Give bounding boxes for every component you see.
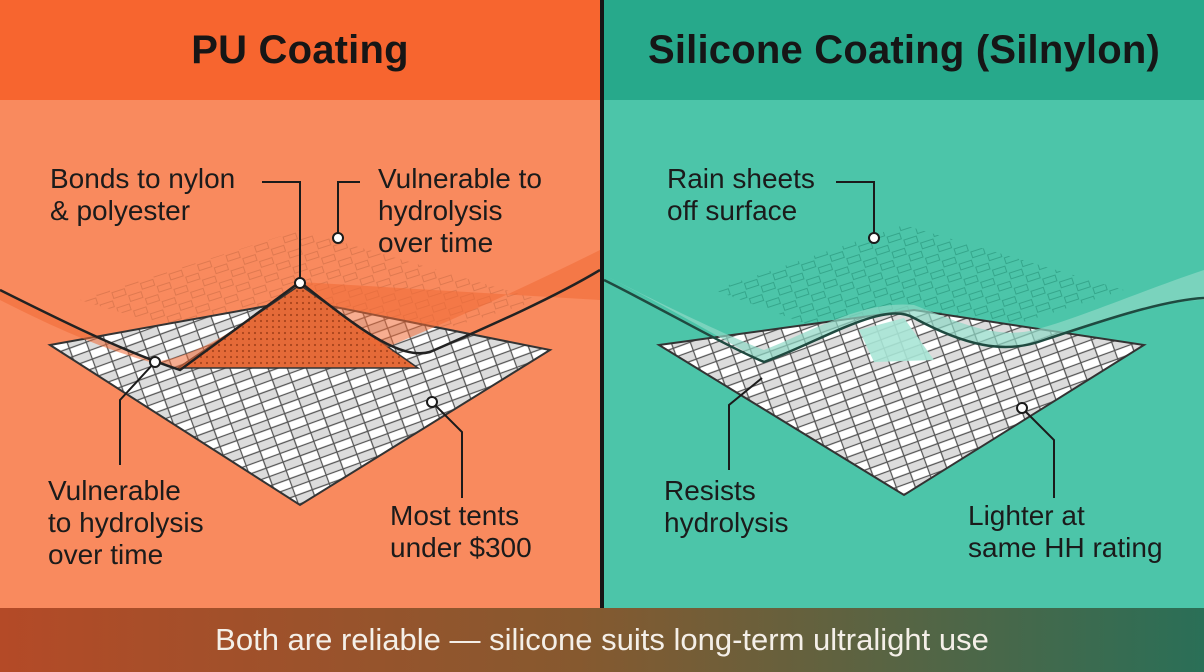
pu-fabric-illustration	[0, 181, 600, 507]
summary-banner: Both are reliable — silicone suits long-…	[0, 608, 1204, 672]
leader-vulnerable-top	[337, 181, 360, 238]
marker-dot	[149, 356, 161, 368]
marker-dot	[868, 232, 880, 244]
leader-vulnerable-bottom	[119, 361, 156, 465]
pu-title: PU Coating	[191, 27, 409, 72]
pu-coating-panel: PU Coating	[0, 0, 600, 608]
label-rain-sheets: Rain sheets off surface	[667, 163, 815, 226]
silicone-sheet	[604, 270, 1204, 362]
leader-lighter	[1021, 407, 1055, 498]
label-vulnerable-bottom: Vulnerable to hydrolysis over time	[48, 475, 204, 570]
coating-outline	[0, 268, 600, 372]
silicone-cross-section	[859, 318, 934, 362]
leader-most-tents	[431, 401, 463, 498]
summary-caption: Both are reliable — silicone suits long-…	[215, 622, 989, 657]
label-most-tents: Most tents under $300	[390, 500, 532, 563]
marker-dot	[426, 396, 438, 408]
leader-bonds	[262, 181, 301, 283]
leader-resists	[728, 377, 763, 470]
label-resists: Resists hydrolysis	[664, 475, 789, 538]
woven-fabric-base	[47, 298, 553, 507]
silicone-header: Silicone Coating (Silnylon)	[604, 0, 1204, 100]
silicone-outline	[604, 278, 1204, 364]
label-lighter: Lighter at same HH rating	[968, 500, 1163, 563]
label-vulnerable-top: Vulnerable to hydrolysis over time	[378, 163, 542, 258]
pu-header: PU Coating	[0, 0, 600, 100]
marker-dot	[332, 232, 344, 244]
panel-divider	[600, 0, 604, 608]
silicone-coating-panel: Silicone Coating (Silnylon)	[604, 0, 1204, 608]
marker-dot	[1016, 402, 1028, 414]
leader-rain-sheets	[836, 181, 875, 238]
label-bonds: Bonds to nylon & polyester	[50, 163, 236, 226]
silicone-fabric-illustration	[604, 181, 1204, 498]
marker-dot	[294, 277, 306, 289]
silicone-title: Silicone Coating (Silnylon)	[647, 27, 1161, 72]
